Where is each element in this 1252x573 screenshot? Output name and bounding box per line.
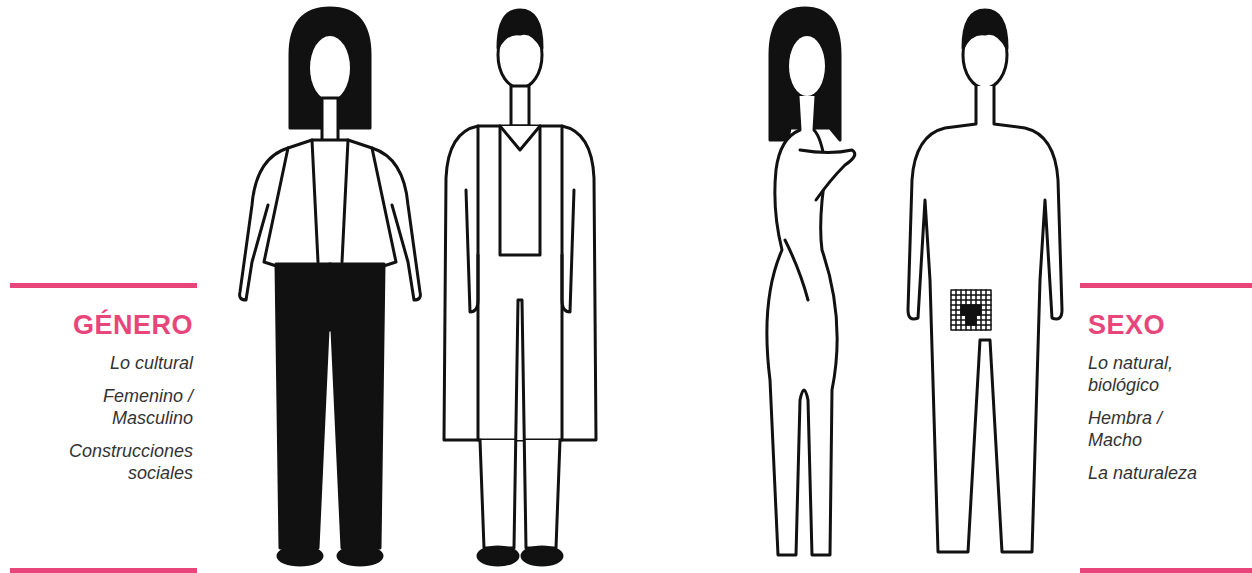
band-note: La naturaleza	[1088, 462, 1206, 484]
band-note: Femenino / Masculino	[58, 385, 193, 429]
band-heading: GÉNERO	[10, 310, 193, 341]
band-heading: SEXO	[1088, 310, 1252, 341]
band-note: Construcciones sociales	[58, 440, 193, 484]
band-note: Lo natural, biológico	[1088, 352, 1206, 396]
label-band: GÉNERO Lo culturalFemenino / MasculinoCon…	[10, 283, 197, 573]
label-band: SEXO Lo natural, biológicoHembra / MachoL…	[1080, 283, 1252, 573]
band-note: Lo cultural	[58, 352, 193, 374]
band-note: Hembra / Macho	[1088, 407, 1206, 451]
